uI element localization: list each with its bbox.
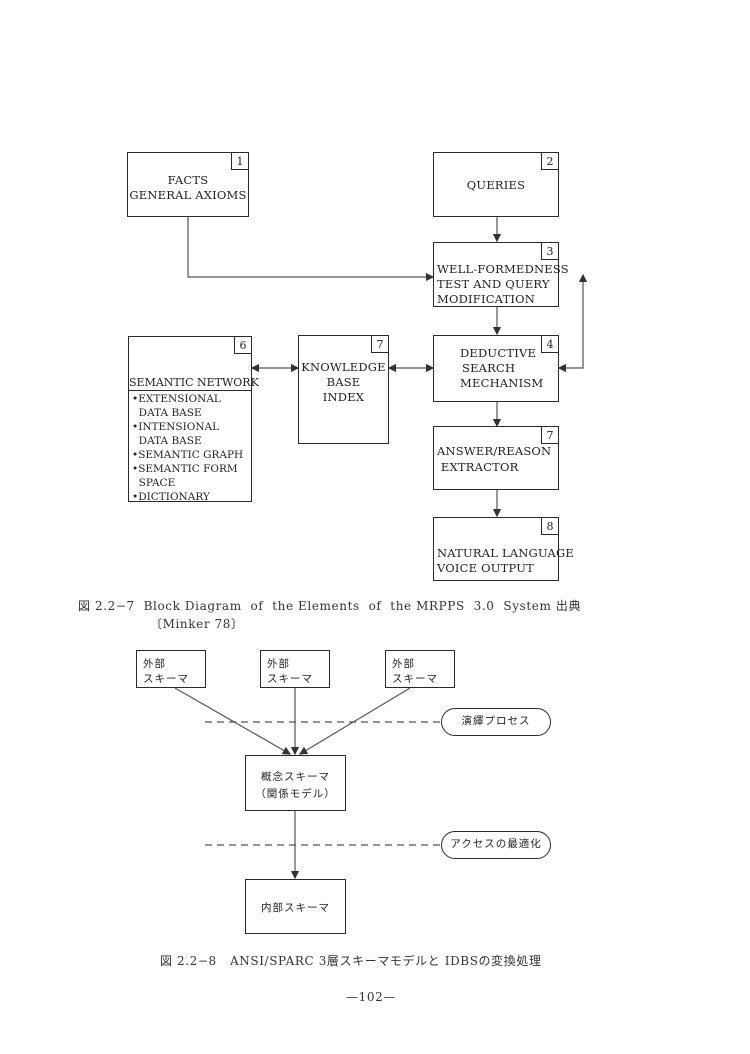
box-label-line: FACTS bbox=[167, 173, 209, 187]
box-answer-reason-extractor: 7 ANSWER/REASON EXTRACTOR bbox=[433, 426, 559, 490]
box-label-line: GENERAL AXIOMS bbox=[129, 188, 247, 202]
arrow-feedback-loop bbox=[557, 273, 588, 373]
semantic-network-heading: SEMANTIC NETWORK bbox=[129, 376, 259, 391]
arrow-facts-to-wellformedness bbox=[187, 217, 435, 282]
box-natural-language-output: 8 NATURAL LANGUAGE VOICE OUTPUT bbox=[433, 517, 574, 581]
box-label-line: （関係モデル） bbox=[255, 788, 336, 800]
box-external-schema-2: 外部 スキーマ bbox=[260, 650, 330, 688]
box-label-line: ANSWER/REASON bbox=[437, 444, 552, 458]
box-label-line: QUERIES bbox=[466, 178, 526, 192]
box-semantic-network: 6 SEMANTIC NETWORK •EXTENSIONAL DATA BAS… bbox=[128, 336, 259, 503]
list-item: •INTENSIONAL bbox=[132, 421, 220, 433]
label-access-optimization: アクセスの最適化 bbox=[441, 831, 551, 859]
list-item: DATA BASE bbox=[132, 407, 202, 419]
box-label-line: BASE bbox=[326, 375, 361, 389]
list-item: SPACE bbox=[132, 477, 176, 489]
box-number: 7 bbox=[371, 336, 388, 353]
box-number: 7 bbox=[541, 427, 558, 444]
box-label-line: TEST AND QUERY bbox=[437, 277, 550, 291]
box-facts-general-axioms: 1 FACTS GENERAL AXIOMS bbox=[127, 152, 249, 217]
box-label-line: VOICE OUTPUT bbox=[437, 561, 535, 575]
box-number: 6 bbox=[234, 337, 251, 354]
box-queries: 2 QUERIES bbox=[433, 152, 559, 217]
box-label-line: KNOWLEDGE bbox=[301, 360, 386, 374]
box-number: 2 bbox=[541, 153, 558, 170]
list-item: •SEMANTIC FORM bbox=[132, 463, 238, 475]
box-knowledge-base-index: 7 KNOWLEDGE BASE INDEX bbox=[298, 335, 389, 444]
figure-caption-2-2-7: 図 2.2−7 Block Diagram of the Elements of… bbox=[78, 599, 582, 613]
box-label-line: スキーマ bbox=[267, 673, 313, 685]
box-deductive-search: 4 DEDUCTIVE SEARCH MECHANISM bbox=[433, 335, 559, 402]
arrow-ext3-to-conceptual bbox=[298, 687, 411, 755]
box-label-line: スキーマ bbox=[143, 673, 189, 685]
box-external-schema-1: 外部 スキーマ bbox=[136, 650, 206, 688]
label-deductive-process: 演繹プロセス bbox=[441, 708, 551, 736]
box-number: 1 bbox=[231, 153, 248, 170]
list-item: •SEMANTIC GRAPH bbox=[132, 449, 244, 461]
box-number: 3 bbox=[541, 243, 558, 260]
box-label-line: 外部 bbox=[267, 658, 290, 670]
box-conceptual-schema: 概念スキーマ （関係モデル） bbox=[245, 755, 346, 811]
box-label-line: SEARCH bbox=[462, 361, 516, 375]
figure-caption-source: 〔Minker 78〕 bbox=[150, 617, 244, 631]
box-label-line: WELL-FORMEDNESS bbox=[437, 262, 569, 276]
box-label-line: NATURAL LANGUAGE bbox=[437, 546, 574, 560]
arrow-ext1-to-conceptual bbox=[174, 687, 292, 755]
box-label-line: MODIFICATION bbox=[437, 292, 536, 306]
box-label-line: INDEX bbox=[322, 390, 365, 404]
box-label-line: 概念スキーマ bbox=[261, 771, 330, 783]
page-number: —102— bbox=[346, 990, 396, 1004]
box-internal-schema: 内部スキーマ bbox=[245, 879, 346, 934]
box-label-line: 外部 bbox=[143, 658, 166, 670]
box-label-line: DEDUCTIVE bbox=[460, 346, 537, 360]
box-external-schema-3: 外部 スキーマ bbox=[385, 650, 455, 688]
box-number: 4 bbox=[541, 336, 558, 353]
pill-label: アクセスの最適化 bbox=[450, 838, 542, 850]
list-item: •DICTIONARY bbox=[132, 491, 210, 503]
box-label-line: スキーマ bbox=[392, 673, 438, 685]
figure-caption-2-2-8: 図 2.2−8 ANSI/SPARC 3層スキーマモデルと IDBSの変換処理 bbox=[160, 954, 542, 968]
pill-label: 演繹プロセス bbox=[461, 715, 531, 727]
list-item: DATA BASE bbox=[132, 435, 202, 447]
box-label-line: EXTRACTOR bbox=[437, 460, 519, 474]
box-number: 8 bbox=[541, 518, 558, 535]
box-well-formedness: 3 WELL-FORMEDNESS TEST AND QUERY MODIFIC… bbox=[433, 242, 569, 307]
box-label: 内部スキーマ bbox=[261, 902, 330, 914]
box-label-line: MECHANISM bbox=[460, 376, 544, 390]
list-item: •EXTENSIONAL bbox=[132, 393, 221, 405]
box-label-line: 外部 bbox=[392, 658, 415, 670]
